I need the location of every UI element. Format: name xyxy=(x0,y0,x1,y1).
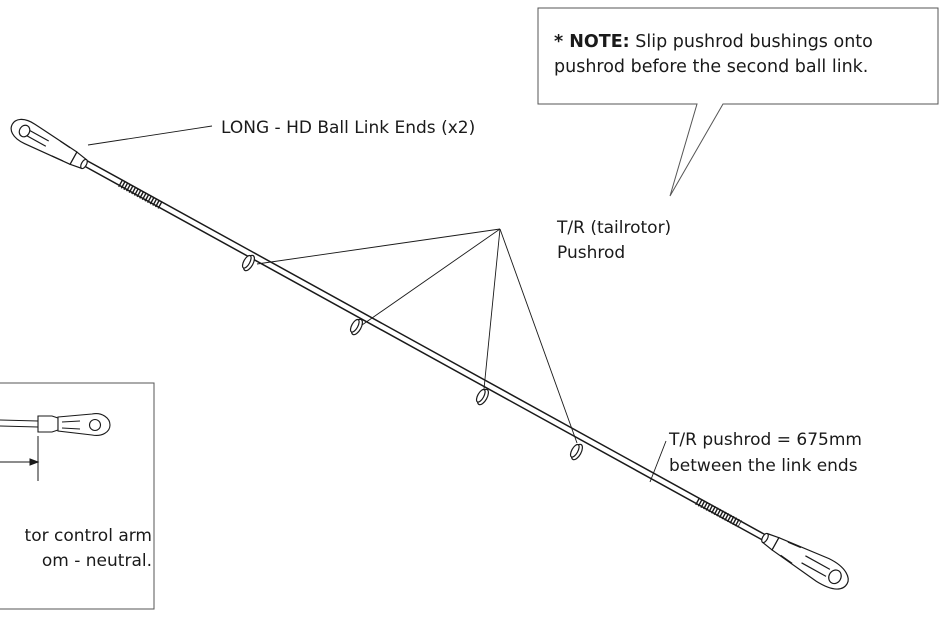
pushrod-bushings xyxy=(241,254,584,461)
bushing-4 xyxy=(569,443,584,461)
inset-caption-line-2: om - neutral. xyxy=(41,551,152,571)
inset-caption-line-1: tor control arm xyxy=(24,526,152,546)
inset-caption: tor control arm om - neutral. xyxy=(0,524,152,574)
label-ball-link-ends: LONG - HD Ball Link Ends (x2) xyxy=(221,118,475,138)
leader-bushing-1 xyxy=(256,228,501,265)
leader-bushing-4 xyxy=(499,228,578,444)
leader-length xyxy=(649,440,667,483)
label-pushrod-line2: Pushrod xyxy=(557,243,625,263)
leader-bushing-2 xyxy=(361,228,501,326)
note-marker: * xyxy=(554,32,570,52)
bushing-3 xyxy=(475,388,490,406)
leader-lines xyxy=(87,125,667,483)
pushrod xyxy=(81,159,769,542)
label-pushrod-line1: T/R (tailrotor) xyxy=(556,218,671,238)
inset-dimension-line xyxy=(0,436,40,481)
leader-bushing-3 xyxy=(483,228,501,390)
note-callout-box xyxy=(537,7,939,197)
note-line-1-text: Slip pushrod bushings onto xyxy=(629,32,873,52)
thread-bottom xyxy=(695,497,742,528)
note-line-2: pushrod before the second ball link. xyxy=(554,57,869,77)
note-line-1: * NOTE: Slip pushrod bushings onto xyxy=(554,30,934,55)
label-length-line1: T/R pushrod = 675mm xyxy=(668,430,862,450)
label-length-line2: between the link ends xyxy=(669,456,858,476)
note-text: * NOTE: Slip pushrod bushings onto pushr… xyxy=(554,30,934,80)
bushing-2 xyxy=(349,318,364,336)
leader-ball-link xyxy=(87,125,213,146)
inset-ball-link-drawing xyxy=(0,413,111,436)
bushing-1 xyxy=(241,254,256,272)
ball-link-end-bottom xyxy=(761,532,849,590)
ball-link-end-top xyxy=(10,118,88,170)
note-label: NOTE: xyxy=(569,32,630,52)
thread-top xyxy=(118,179,164,210)
